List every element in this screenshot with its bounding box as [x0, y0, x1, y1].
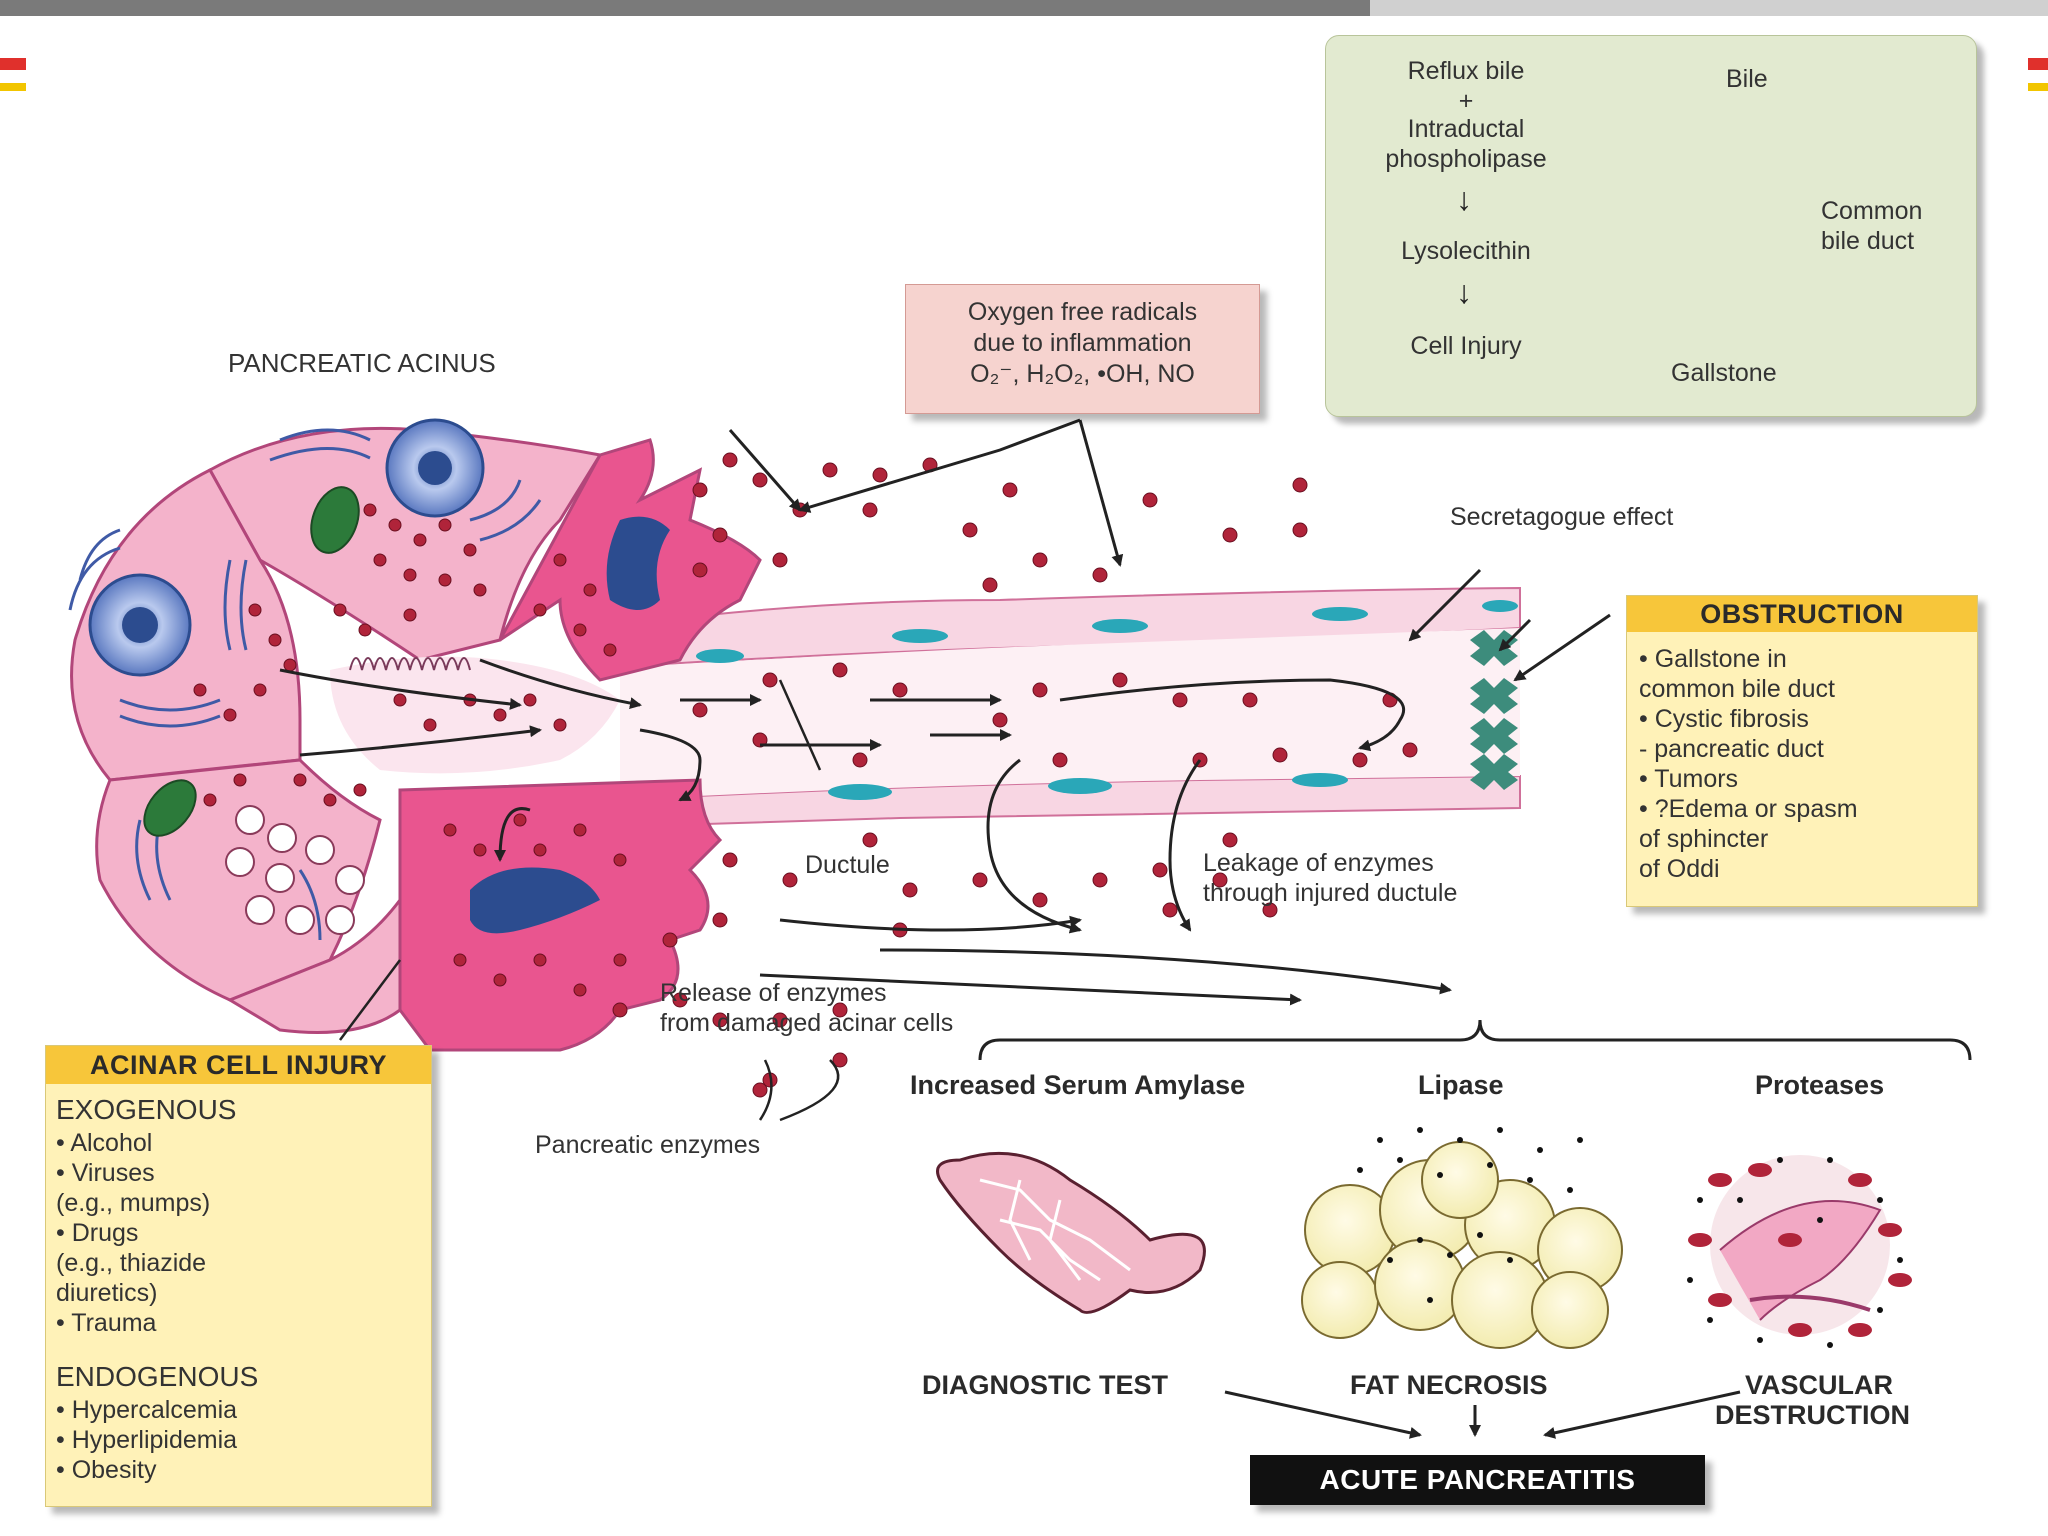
exogenous-item: • Viruses: [56, 1159, 155, 1187]
leakage-label-2: through injured ductule: [1203, 879, 1458, 907]
release-label-2: from damaged acinar cells: [660, 1009, 954, 1037]
acute-pancreatitis-result: ACUTE PANCREATITIS: [1250, 1455, 1705, 1505]
accent-stripe-left-yellow: [0, 83, 26, 91]
exogenous-item: diuretics): [56, 1279, 158, 1307]
exogenous-item: (e.g., thiazide: [56, 1249, 207, 1277]
vacuoles: [225, 805, 365, 935]
acinar-lumen: [330, 656, 620, 774]
acinar-injury-box: ACINAR CELL INJURY EXOGENOUS • Alcohol •…: [45, 1045, 432, 1507]
exogenous-item: • Drugs: [56, 1219, 139, 1247]
common-bile-duct-label-2: bile duct: [1821, 227, 1915, 255]
accent-stripe-right: [2028, 58, 2048, 70]
lipase-label: Lipase: [1418, 1070, 1504, 1100]
accent-stripe-left: [0, 58, 26, 70]
obstruction-item: of sphincter: [1639, 825, 1769, 853]
endoplasmic-reticulum: [68, 428, 542, 941]
pancreatic-acinus-label: PANCREATIC ACINUS: [228, 348, 496, 378]
vascular-label-1: VASCULAR: [1745, 1370, 1893, 1400]
gallstone-label: Gallstone: [1671, 359, 1777, 387]
cell-nuclei: [88, 418, 670, 934]
microvilli: [349, 657, 471, 671]
endogenous-list: • Hypercalcemia • Hyperlipidemia • Obesi…: [56, 1395, 237, 1485]
secretagogue-label: Secretagogue effect: [1450, 503, 1674, 531]
bile-flow-2: +: [1458, 87, 1474, 115]
exogenous-list: • Alcohol • Viruses (e.g., mumps) • Drug…: [56, 1128, 210, 1338]
bile-flow-3: Intraductal: [1407, 115, 1525, 143]
bile-reflux-box: Reflux bile + Intraductal phospholipase …: [1325, 35, 1977, 417]
exogenous-heading: EXOGENOUS: [56, 1094, 237, 1125]
obstruction-item: • Tumors: [1639, 765, 1739, 793]
endogenous-item: • Hypercalcemia: [56, 1396, 238, 1424]
obstruction-item: - pancreatic duct: [1639, 735, 1824, 763]
diagnostic-test-label: DIAGNOSTIC TEST: [922, 1370, 1169, 1400]
exogenous-item: (e.g., mumps): [56, 1189, 211, 1217]
oxygen-line-3: O₂⁻, H₂O₂, •OH, NO: [970, 360, 1195, 388]
oxygen-radicals-box: Oxygen free radicals due to inflammation…: [905, 284, 1260, 414]
fat-necrosis-dots: [1357, 1127, 1583, 1303]
mitochondria: [143, 486, 360, 837]
obstruction-marks: [1470, 630, 1518, 790]
accent-stripe-right-yellow: [2028, 83, 2048, 91]
amylase-illustration: [936, 1151, 1206, 1314]
obstruction-item: • Cystic fibrosis: [1639, 705, 1809, 733]
release-label-1: Release of enzymes: [660, 979, 887, 1007]
obstruction-item: • ?Edema or spasm: [1639, 795, 1858, 823]
bile-label: Bile: [1726, 65, 1768, 93]
top-bar-dark: [0, 0, 1370, 16]
obstruction-box: OBSTRUCTION • Gallstone in common bile d…: [1626, 595, 1978, 907]
flow-arrows: [279, 219, 1620, 1006]
effects-brace: [978, 1019, 1972, 1061]
proteases-label: Proteases: [1755, 1070, 1885, 1100]
obstruction-item: common bile duct: [1639, 675, 1835, 703]
enzyme-granules: [193, 503, 627, 997]
exogenous-item: • Trauma: [56, 1309, 157, 1337]
obstruction-title: OBSTRUCTION: [1627, 596, 1977, 632]
down-arrow-icon: ↓: [1456, 274, 1472, 310]
vascular-illustration: [1687, 1155, 1912, 1348]
pointer-lines: [339, 679, 840, 1122]
ductule-label: Ductule: [805, 851, 890, 879]
fat-necrosis-illustration: [1301, 1141, 1623, 1349]
endogenous-heading: ENDOGENOUS: [56, 1361, 259, 1392]
exogenous-item: • Alcohol: [56, 1129, 153, 1157]
ductule-walls: [599, 586, 1521, 828]
top-bar-light: [1370, 0, 2048, 16]
acinar-injury-title: ACINAR CELL INJURY: [46, 1046, 431, 1084]
obstruction-item: • Gallstone in: [1639, 645, 1787, 673]
endogenous-item: • Hyperlipidemia: [56, 1426, 238, 1454]
fat-necrosis-label: FAT NECROSIS: [1350, 1370, 1548, 1400]
bile-flow-4: phospholipase: [1385, 145, 1547, 173]
amylase-label: Increased Serum Amylase: [910, 1070, 1246, 1100]
obstruction-list: • Gallstone in common bile duct • Cystic…: [1639, 644, 1858, 884]
obstruction-item: of Oddi: [1639, 855, 1720, 883]
endogenous-item: • Obesity: [56, 1456, 157, 1484]
down-arrow-icon: ↓: [1456, 181, 1472, 217]
bile-flow-6: Cell Injury: [1410, 332, 1522, 360]
oxygen-line-2: due to inflammation: [973, 329, 1192, 357]
bile-flow-1: Reflux bile: [1407, 57, 1525, 85]
common-bile-duct-label-1: Common: [1821, 197, 1923, 225]
acute-pancreatitis-label: ACUTE PANCREATITIS: [1319, 1464, 1636, 1495]
result-arrows: [1224, 1390, 1741, 1439]
pancreatic-enzymes-label: Pancreatic enzymes: [535, 1131, 761, 1159]
vascular-label-2: DESTRUCTION: [1715, 1400, 1910, 1430]
leakage-label-1: Leakage of enzymes: [1203, 849, 1434, 877]
bile-flow-5: Lysolecithin: [1401, 237, 1531, 265]
oxygen-line-1: Oxygen free radicals: [967, 298, 1198, 326]
